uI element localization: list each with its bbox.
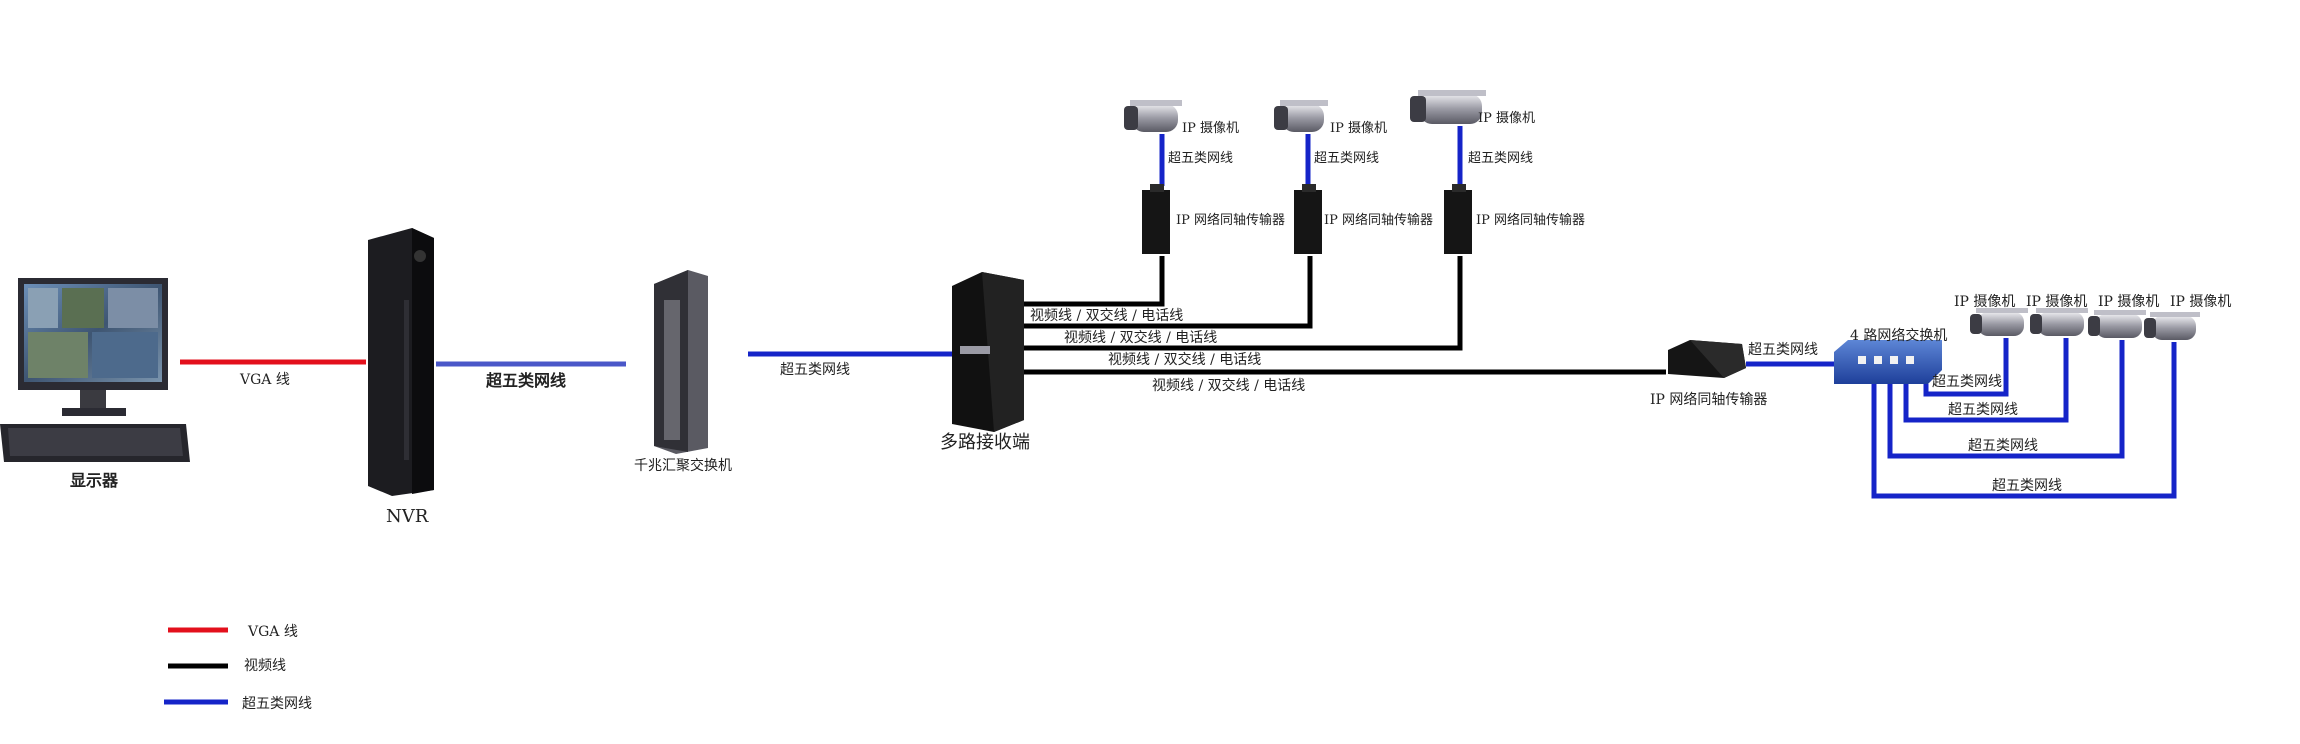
vga-link-label: VGA 线 bbox=[239, 372, 290, 388]
top-camera-icon bbox=[1124, 100, 1182, 132]
core-switch-icon bbox=[654, 270, 708, 454]
right-camera-label: IP 摄像机 bbox=[2026, 294, 2087, 310]
right-camera-icon bbox=[2030, 308, 2088, 336]
legend-label: VGA 线 bbox=[247, 624, 298, 640]
right-camera-icon bbox=[1970, 308, 2028, 336]
top-camera-label: IP 摄像机 bbox=[1182, 121, 1239, 136]
right-cable-label: 超五类网线 bbox=[1968, 438, 2038, 454]
top-camera-label: IP 摄像机 bbox=[1478, 111, 1535, 126]
legend: VGA 线 视频线 超五类网线 bbox=[164, 624, 312, 712]
right-cable-label: 超五类网线 bbox=[1948, 402, 2018, 418]
video-line-3 bbox=[1024, 256, 1463, 351]
coax-transmitter-icon bbox=[1294, 184, 1322, 254]
right-cable bbox=[1871, 342, 2177, 499]
remote-transmitter-label: IP 网络同轴传输器 bbox=[1650, 392, 1767, 408]
top-camera-icon bbox=[1410, 90, 1486, 124]
remote-transmitter-icon bbox=[1668, 340, 1746, 378]
nvr-label: NVR bbox=[386, 506, 429, 527]
right-cable-label: 超五类网线 bbox=[1992, 478, 2062, 494]
right-cable bbox=[1887, 340, 2125, 459]
receiver-line-label-2: 视频线 / 双交线 / 电话线 bbox=[1064, 329, 1217, 346]
top-camera-label: IP 摄像机 bbox=[1330, 121, 1387, 136]
core-switch-label: 千兆汇聚交换机 bbox=[634, 457, 732, 474]
right-camera-label: IP 摄像机 bbox=[2170, 294, 2231, 310]
top-camera-cable-label: 超五类网线 bbox=[1168, 151, 1233, 166]
multi-receiver-label: 多路接收端 bbox=[940, 432, 1030, 453]
coax-transmitter-label: IP 网络同轴传输器 bbox=[1176, 212, 1285, 228]
nvr-switch-link-label: 超五类网线 bbox=[485, 371, 566, 390]
monitor-label: 显示器 bbox=[70, 471, 119, 490]
video-line-2 bbox=[1024, 256, 1313, 329]
monitor-icon bbox=[0, 278, 190, 462]
top-camera-cable-label: 超五类网线 bbox=[1468, 151, 1533, 166]
right-cable bbox=[1903, 338, 2069, 423]
coax-transmitter-icon bbox=[1142, 184, 1170, 254]
right-camera-label: IP 摄像机 bbox=[1954, 294, 2015, 310]
switch-receiver-link-label: 超五类网线 bbox=[780, 362, 850, 378]
poe-switch-label: 4 路网络交换机 bbox=[1850, 327, 1947, 344]
coax-transmitter-icon bbox=[1444, 184, 1472, 254]
multi-receiver-icon bbox=[952, 272, 1024, 432]
top-camera-cable-label: 超五类网线 bbox=[1314, 151, 1379, 166]
right-cable-label: 超五类网线 bbox=[1932, 374, 2002, 390]
right-camera-icon bbox=[2088, 310, 2146, 338]
receiver-line-label-1: 视频线 / 双交线 / 电话线 bbox=[1030, 307, 1183, 324]
coax-transmitter-label: IP 网络同轴传输器 bbox=[1476, 212, 1585, 228]
video-line-1 bbox=[1024, 256, 1165, 307]
poe-switch-icon bbox=[1834, 340, 1942, 384]
receiver-line-label-3: 视频线 / 双交线 / 电话线 bbox=[1108, 351, 1261, 368]
right-camera-label: IP 摄像机 bbox=[2098, 294, 2159, 310]
legend-label: 超五类网线 bbox=[242, 696, 312, 712]
transmitter-poe-link-label: 超五类网线 bbox=[1748, 342, 1818, 358]
nvr-icon bbox=[368, 228, 434, 496]
receiver-line-label-4: 视频线 / 双交线 / 电话线 bbox=[1152, 377, 1305, 394]
coax-transmitter-label: IP 网络同轴传输器 bbox=[1324, 212, 1433, 228]
right-camera-icon bbox=[2144, 312, 2200, 340]
legend-label: 视频线 bbox=[244, 658, 286, 674]
top-camera-icon bbox=[1274, 100, 1328, 132]
